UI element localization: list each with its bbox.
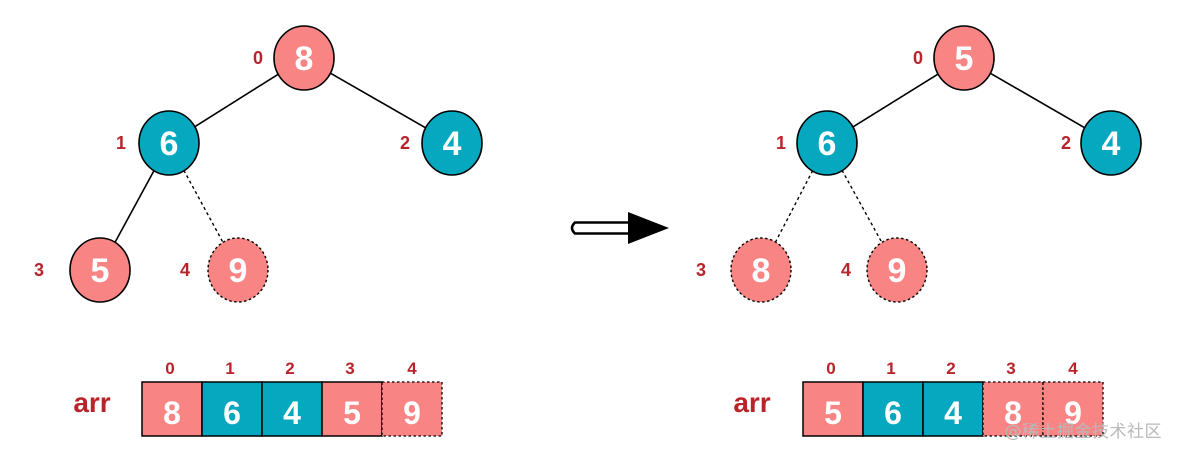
left-array-cell-0: 80 (141, 359, 203, 437)
tree-node-circle (866, 237, 928, 303)
left-edge-1-4 (183, 169, 224, 244)
array-cell-index: 0 (826, 359, 835, 378)
right-tree-node-0: 5 (933, 25, 995, 91)
array-cell-value: 8 (1004, 395, 1022, 431)
array-cell-index: 4 (1068, 359, 1078, 378)
right-array-cell-3: 83 (982, 359, 1044, 437)
left-tree-node-1: 6 (138, 110, 200, 176)
tree-node-value: 5 (91, 252, 110, 290)
tree-node-value: 5 (955, 40, 974, 78)
array-cell-index: 4 (407, 359, 417, 378)
tree-node-circle (273, 25, 335, 91)
tree-node-index: 1 (116, 133, 126, 153)
tree-node-circle (421, 110, 483, 176)
array-cell-box (982, 381, 1044, 437)
tree-node-index: 1 (776, 133, 786, 153)
tree-node-index: 0 (913, 48, 923, 68)
left-tree-node-4: 9 (207, 237, 269, 303)
tree-node-value: 9 (888, 252, 907, 290)
tree-node-circle (933, 25, 995, 91)
array-cell-index: 1 (225, 359, 234, 378)
right-array-cell-2: 42 (922, 359, 984, 437)
tree-node-circle (207, 237, 269, 303)
right-array-cell-0: 50 (802, 359, 864, 437)
array-cell-value: 5 (343, 395, 361, 431)
left-tree-node-3: 5 (69, 237, 131, 303)
tree-node-index: 4 (841, 260, 851, 280)
right-tree-node-4: 9 (866, 237, 928, 303)
left-array-cell-4: 94 (381, 359, 443, 437)
array-cell-index: 2 (285, 359, 294, 378)
tree-node-index: 4 (180, 260, 190, 280)
tree-node-value: 4 (443, 125, 462, 163)
left-edge-0-2 (330, 72, 426, 129)
tree-node-index: 0 (253, 48, 263, 68)
left-array-cell-2: 42 (261, 359, 323, 437)
array-cell-box (1042, 381, 1104, 437)
array-cell-value: 6 (223, 395, 241, 431)
tree-node-value: 4 (1102, 125, 1121, 163)
tree-node-value: 9 (229, 252, 248, 290)
watermark-text: @稀土掘金技术社区 (1004, 422, 1162, 442)
right-tree-node-3: 8 (730, 237, 792, 303)
array-cell-value: 6 (884, 395, 902, 431)
array-cell-box (201, 381, 263, 437)
tree-node-value: 6 (160, 125, 179, 163)
right-edge-1-3 (774, 170, 814, 243)
right-tree-node-1: 6 (796, 110, 858, 176)
tree-node-index: 3 (34, 260, 44, 280)
array-cell-box (321, 381, 383, 437)
right-edge-0-2 (990, 72, 1085, 129)
left-edge-0-1 (194, 73, 279, 128)
right-arrow-icon (568, 212, 669, 244)
tree-node-circle (796, 110, 858, 176)
array-cell-box (802, 381, 864, 437)
right-array-label: arr (733, 387, 770, 418)
tree-node-index: 2 (400, 133, 410, 153)
tree-node-circle (138, 110, 200, 176)
tree-node-index: 3 (696, 260, 706, 280)
tree-node-index: 2 (1061, 133, 1071, 153)
array-cell-box (381, 381, 443, 437)
array-cell-index: 1 (886, 359, 895, 378)
right-array-cell-4: 94 (1042, 359, 1104, 437)
tree-node-value: 6 (818, 125, 837, 163)
left-tree-node-0: 8 (273, 25, 335, 91)
array-cell-box (261, 381, 323, 437)
tree-node-circle (69, 237, 131, 303)
tree-node-circle (1080, 110, 1142, 176)
tree-node-circle (730, 237, 792, 303)
array-cell-index: 2 (946, 359, 955, 378)
left-array-label: arr (73, 387, 110, 418)
array-cell-index: 3 (1006, 359, 1015, 378)
tree-node-value: 8 (295, 40, 314, 78)
array-cell-value: 9 (1064, 395, 1082, 431)
right-tree-node-2: 4 (1080, 110, 1142, 176)
left-array-cell-1: 61 (201, 359, 263, 437)
array-cell-value: 4 (944, 395, 962, 431)
array-cell-index: 3 (345, 359, 354, 378)
array-cell-box (922, 381, 984, 437)
array-cell-value: 8 (163, 395, 181, 431)
right-array-cell-1: 61 (862, 359, 924, 437)
right-edge-0-1 (852, 73, 939, 128)
right-edge-1-4 (841, 169, 883, 244)
array-cell-index: 0 (165, 359, 174, 378)
left-tree-node-2: 4 (421, 110, 483, 176)
left-edge-1-3 (114, 169, 155, 244)
array-cell-value: 9 (403, 395, 421, 431)
array-cell-value: 5 (824, 395, 842, 431)
tree-node-value: 8 (752, 252, 771, 290)
left-array-cell-3: 53 (321, 359, 383, 437)
array-cell-value: 4 (283, 395, 301, 431)
